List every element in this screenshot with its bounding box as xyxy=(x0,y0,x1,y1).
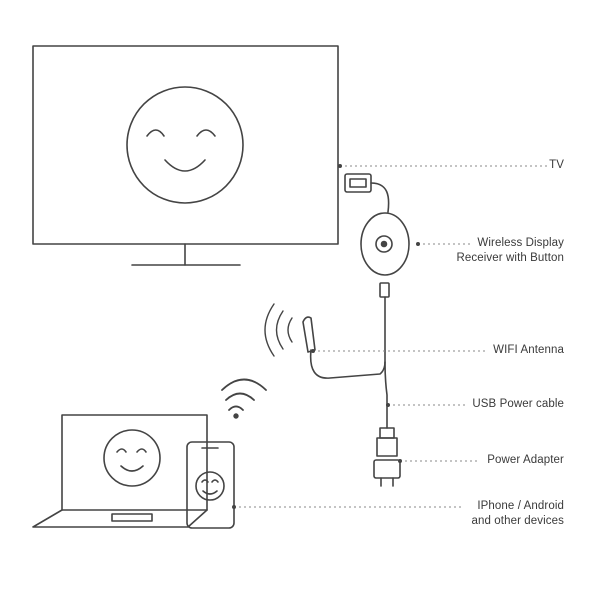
label-devices-line2: and other devices xyxy=(471,515,564,527)
power-adapter-icon xyxy=(373,459,401,487)
laptop-trackpad xyxy=(111,513,153,522)
micro-usb-connector-icon xyxy=(379,282,390,298)
phone-smiley-icon xyxy=(195,471,225,501)
tv-smiley-icon xyxy=(126,86,244,204)
label-devices: IPhone / Android and other devices xyxy=(472,499,564,529)
label-usb-cable: USB Power cable xyxy=(472,397,564,412)
label-tv-text: TV xyxy=(549,159,564,171)
phone-illustration xyxy=(186,441,235,529)
laptop-illustration xyxy=(32,414,208,528)
laptop-smiley-icon xyxy=(103,429,161,487)
leader-lines xyxy=(234,165,548,508)
label-adapter: Power Adapter xyxy=(487,453,564,468)
label-tv: TV xyxy=(549,158,564,173)
tv-screen xyxy=(32,45,339,245)
usb-plug-icon xyxy=(376,427,398,457)
label-receiver-line2: Receiver with Button xyxy=(456,252,564,264)
tv-illustration xyxy=(32,45,339,266)
leader-dots xyxy=(232,164,420,509)
label-receiver-line1: Wireless Display xyxy=(477,237,564,249)
label-devices-line1: IPhone / Android xyxy=(477,500,564,512)
laptop-base xyxy=(32,509,208,528)
label-receiver: Wireless Display Receiver with Button xyxy=(457,236,564,266)
wifi-signal-icon xyxy=(221,378,267,419)
phone-body xyxy=(186,441,235,529)
label-antenna: WIFI Antenna xyxy=(493,343,564,358)
label-usb-cable-text: USB Power cable xyxy=(472,398,564,410)
laptop-screen xyxy=(61,414,208,511)
label-antenna-text: WIFI Antenna xyxy=(493,344,564,356)
wifi-antenna-icon xyxy=(264,303,386,379)
receiver-icon xyxy=(360,212,410,276)
label-adapter-text: Power Adapter xyxy=(487,454,564,466)
hdmi-connector-icon xyxy=(344,173,390,213)
